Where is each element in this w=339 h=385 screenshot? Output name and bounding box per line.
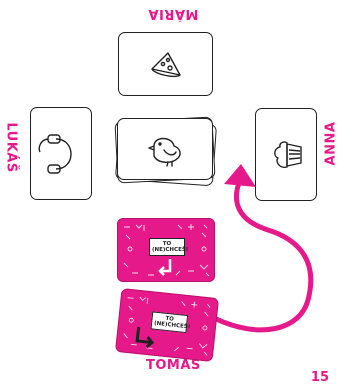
page-number: 15 [311,370,329,385]
pink-card-lower: TO (NE)CHCEŠ! [115,288,219,362]
pink-card-upper: TO (NE)CHCEŠ! [117,218,215,282]
pink-card-upper-label: TO (NE)CHCEŠ! [149,238,185,256]
pink-card-lower-label: TO (NE)CHCEŠ! [150,311,188,333]
